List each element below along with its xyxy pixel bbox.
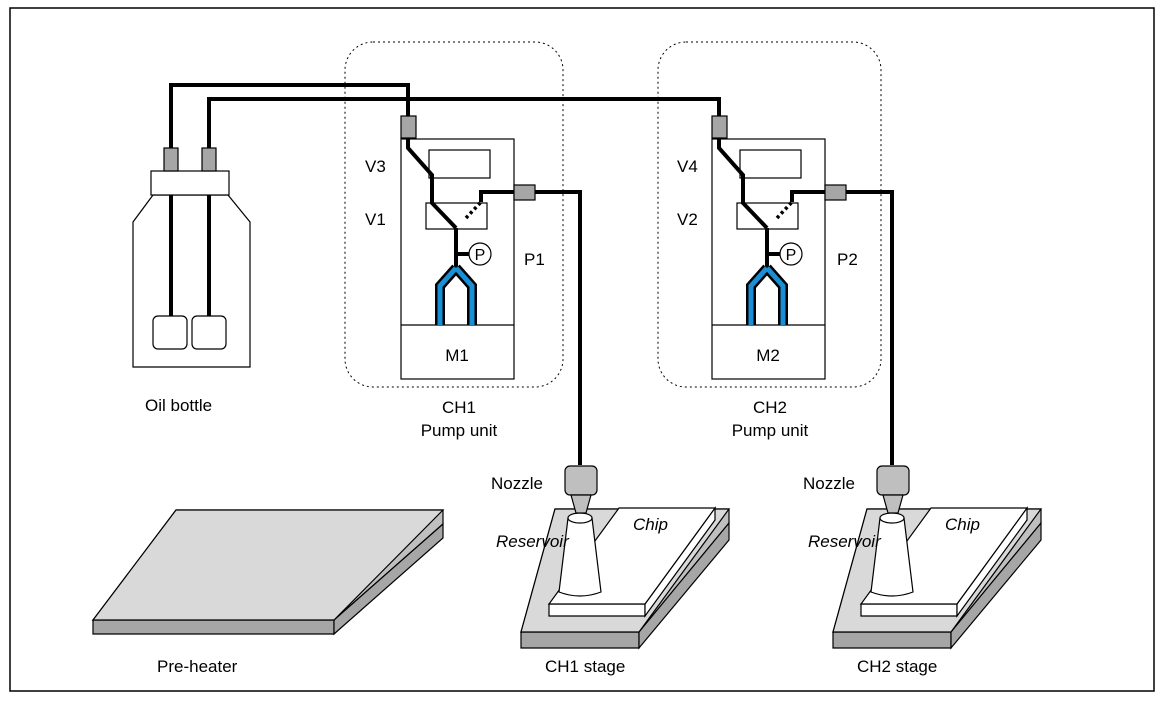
pump-ch1-blue-tube — [437, 266, 475, 325]
chip-ch2-label: Chip — [945, 515, 980, 534]
valve-v3-body — [428, 149, 491, 179]
stage-ch1-front — [520, 631, 640, 649]
valve-v1-label: V1 — [365, 210, 386, 229]
pump-ch1-outlet-check — [464, 200, 483, 220]
pressure-sensor-p2 — [779, 242, 803, 266]
nozzle-ch1-tip — [570, 494, 592, 514]
stage-ch1: Nozzle Reservoir Chip CH1 stage — [491, 465, 731, 676]
pump-ch1-outlet-line — [479, 190, 514, 202]
pump-unit-ch1-label-line2: Pump unit — [421, 421, 498, 440]
pressure-sensor-p2-label: P — [786, 247, 797, 264]
stage-ch1-label: CH1 stage — [545, 657, 625, 676]
pre-heater: Pre-heater — [91, 509, 445, 676]
bottle-filter-left — [152, 315, 188, 350]
pump-ch2-blue-tube — [748, 266, 786, 325]
pump-ch2-outlet-fitting — [824, 184, 847, 201]
chip-ch2-front — [860, 603, 958, 617]
diagram-frame — [9, 7, 1155, 692]
pump-unit-ch2-boundary — [657, 41, 882, 388]
oil-bottle: Oil bottle — [132, 147, 251, 415]
tube-bottle-to-ch2 — [207, 97, 721, 148]
pressure-p1-label: P1 — [524, 250, 545, 269]
bottle-fitting-right — [201, 147, 217, 172]
chip-ch1-front — [548, 603, 646, 617]
pump-unit-ch1: P V3 V1 P1 M1 CH1 Pump unit — [344, 41, 564, 440]
nozzle-ch2-label: Nozzle — [803, 474, 855, 493]
pressure-p2-label: P2 — [837, 250, 858, 269]
motor-m1-label: M1 — [445, 346, 469, 365]
pump-unit-ch2-label-line2: Pump unit — [732, 421, 809, 440]
nozzle-ch2-body — [876, 465, 910, 496]
stage-ch1-edge — [638, 521, 730, 650]
nozzle-ch1-label: Nozzle — [491, 474, 543, 493]
reservoir-ch2 — [870, 517, 914, 597]
pump-ch1-outlet-fitting — [513, 184, 536, 201]
pump-ch2-inlet-line — [717, 138, 769, 230]
stage-ch2: Nozzle Reservoir Chip CH2 stage — [803, 465, 1043, 676]
bottle-fitting-left — [163, 147, 179, 172]
stage-ch2-label: CH2 stage — [857, 657, 937, 676]
pressure-sensor-p1 — [468, 242, 492, 266]
pressure-sensor-p1-label: P — [475, 247, 486, 264]
nozzle-ch2-tip — [882, 494, 904, 514]
nozzle-ch1-body — [564, 465, 598, 496]
pump-ch2-outlet-check — [775, 200, 794, 220]
valve-v3-label: V3 — [365, 157, 386, 176]
chip-ch1-label: Chip — [633, 515, 668, 534]
reservoir-ch2-rim — [879, 512, 905, 524]
bottle-filter-right — [191, 315, 227, 350]
pump-ch1-inlet-fitting — [400, 115, 417, 139]
reservoir-ch1 — [558, 517, 602, 597]
valve-v2-label: V2 — [677, 210, 698, 229]
valve-v4-body — [739, 149, 802, 179]
reservoir-ch1-rim — [567, 512, 593, 524]
tube-ch2-to-nozzle — [846, 190, 894, 465]
bottle-cap — [150, 170, 230, 196]
pre-heater-top — [91, 509, 445, 621]
reservoir-ch2-label: Reservoir — [808, 532, 882, 551]
oil-bottle-label: Oil bottle — [145, 396, 212, 415]
stage-ch2-edge — [950, 521, 1042, 650]
pre-heater-edge — [333, 522, 444, 636]
valve-v4-label: V4 — [677, 157, 698, 176]
pump-unit-ch2: P V4 V2 P2 M2 CH2 Pump unit — [657, 41, 882, 440]
pump-unit-ch1-label-line1: CH1 — [442, 398, 476, 417]
pre-heater-label: Pre-heater — [157, 657, 238, 676]
pump-ch2-inlet-fitting — [711, 115, 728, 139]
motor-m2-label: M2 — [756, 346, 780, 365]
pump-unit-ch1-boundary — [344, 41, 564, 388]
tube-bottle-to-ch1 — [169, 83, 410, 148]
pump-unit-ch2-label-line1: CH2 — [753, 398, 787, 417]
pre-heater-front — [92, 619, 335, 635]
pump-ch1-inlet-line — [406, 138, 458, 230]
stage-ch2-front — [832, 631, 952, 649]
tube-ch1-to-nozzle — [535, 190, 582, 465]
pump-ch2-outlet-line — [790, 190, 825, 202]
reservoir-ch1-label: Reservoir — [496, 532, 570, 551]
